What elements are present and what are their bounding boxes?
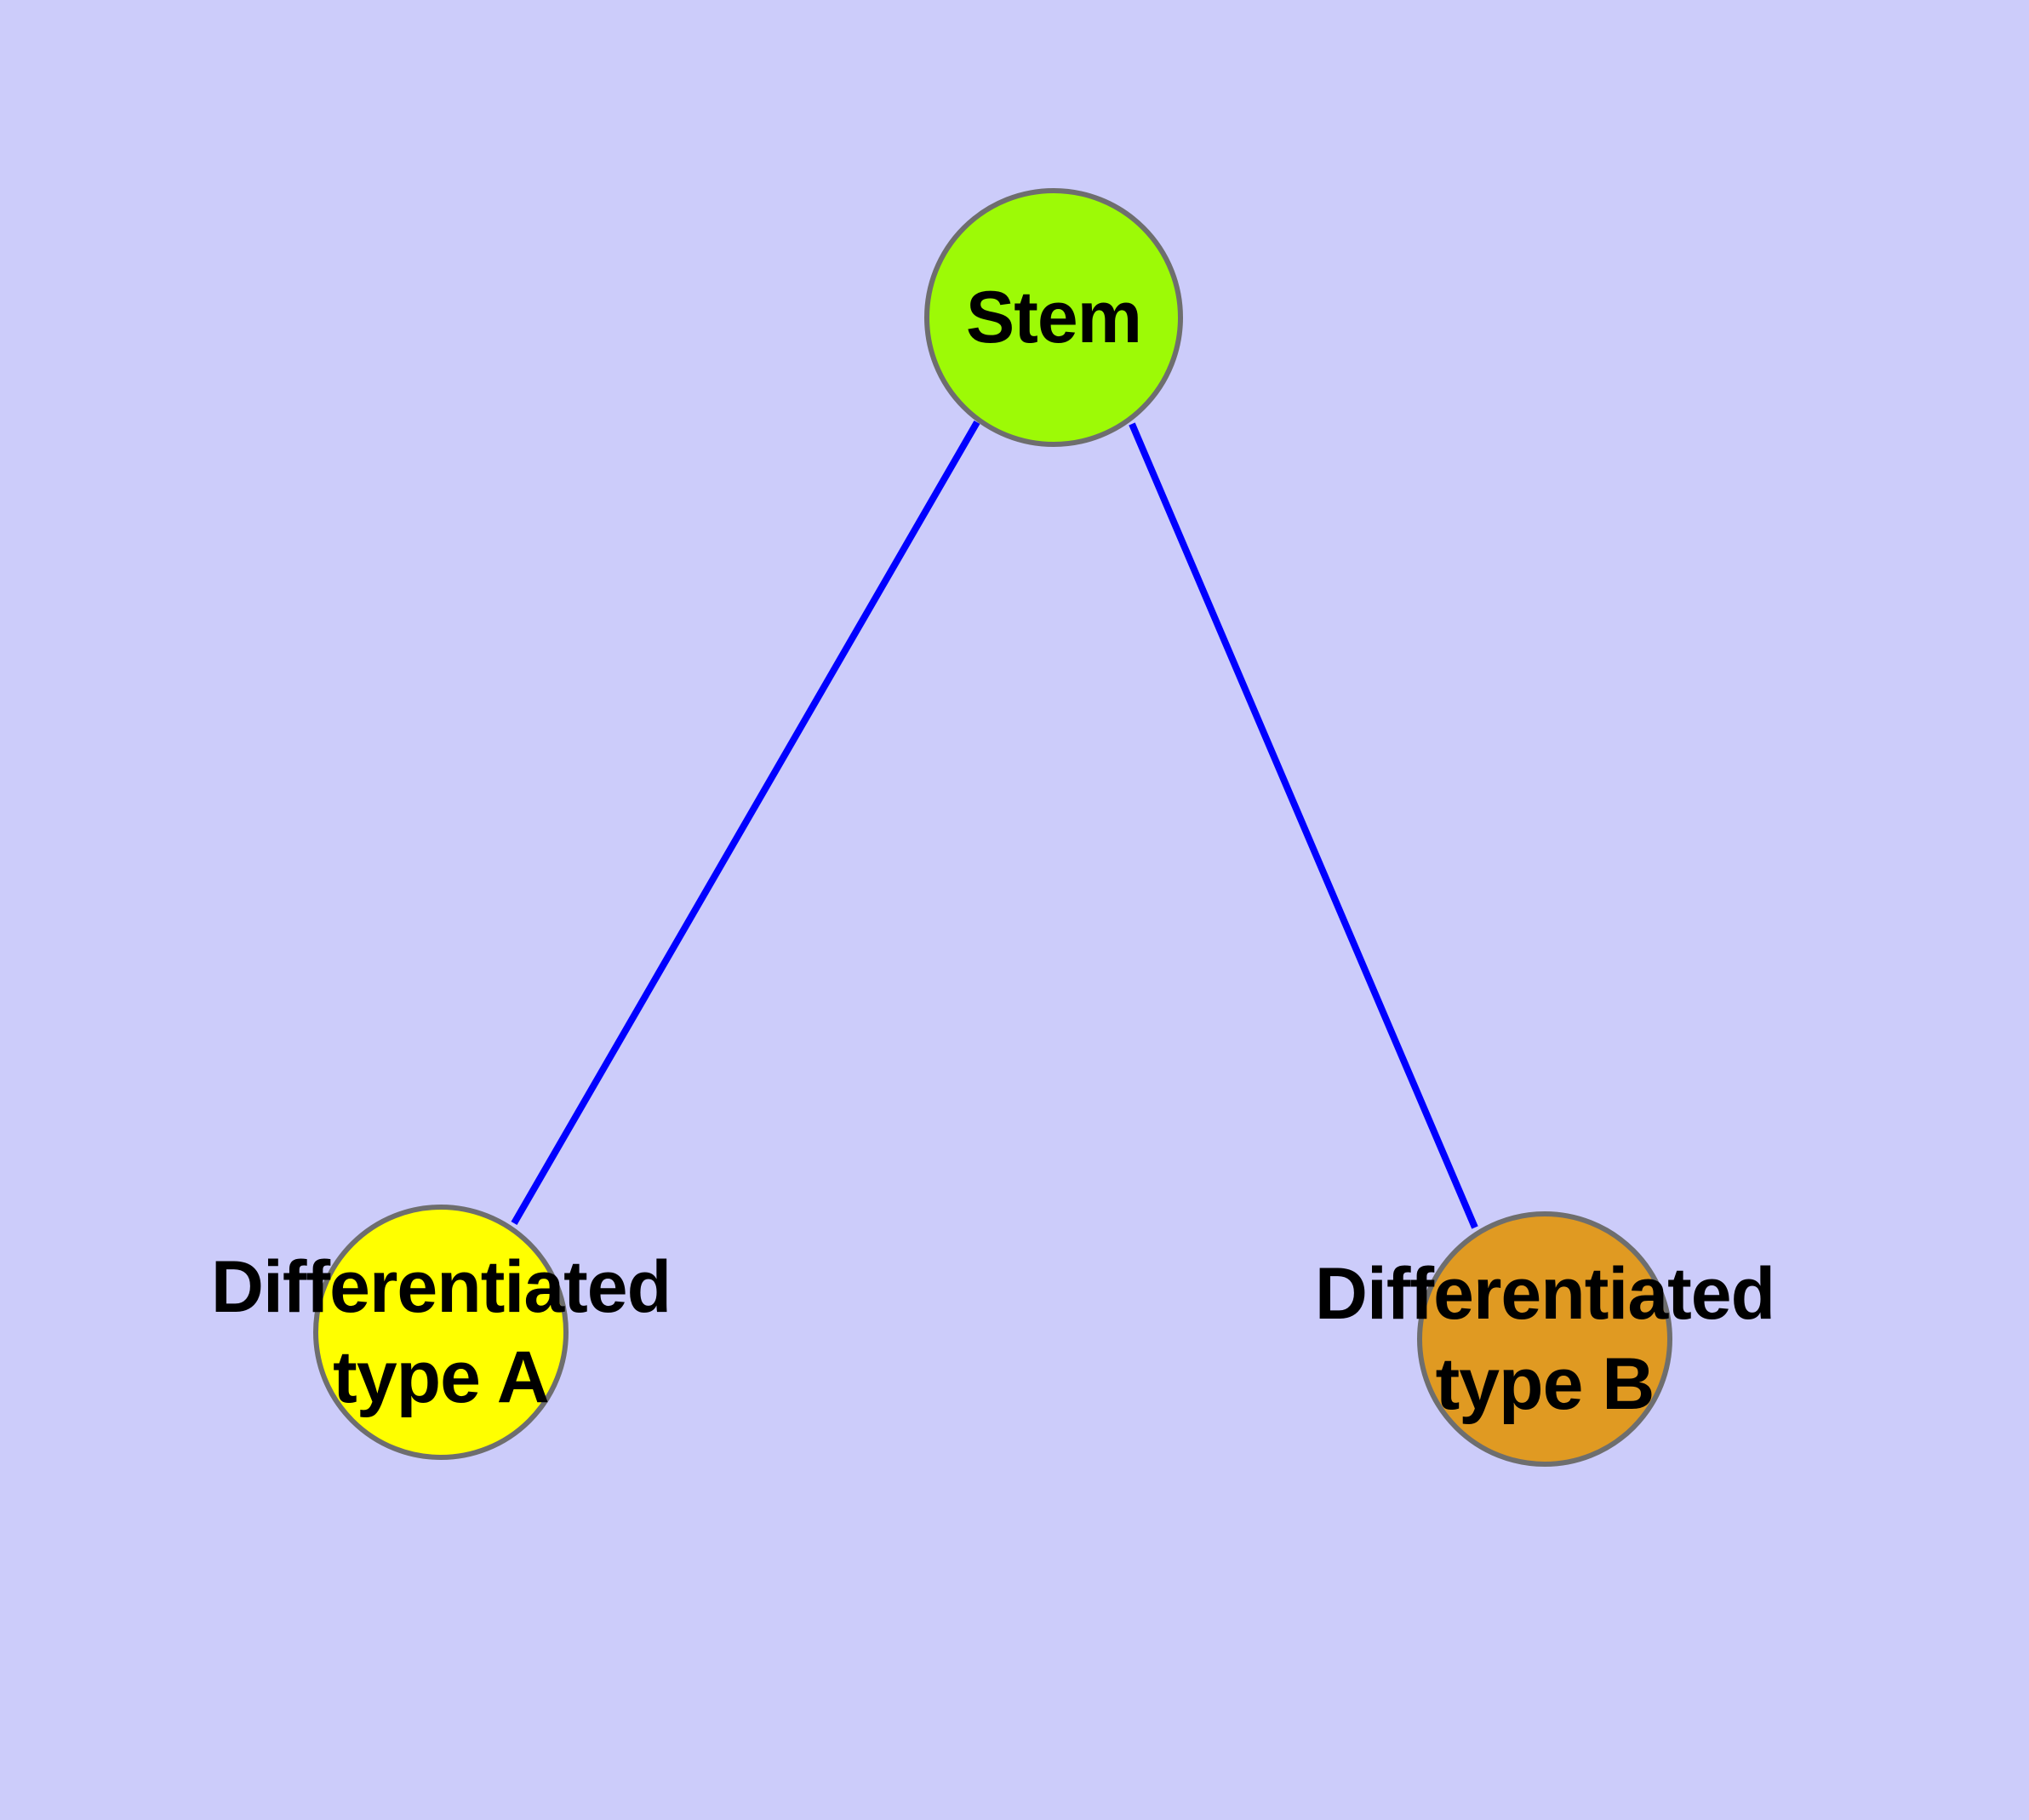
node-stem[interactable]: Stem — [924, 188, 1183, 447]
node-differentiated-type-b[interactable]: Differentiated type B — [1315, 1211, 1775, 1467]
edge-stem-to-differentiated-type-a[interactable] — [511, 420, 980, 1226]
node-differentiated-type-a-circle — [313, 1205, 569, 1460]
node-differentiated-type-b-circle — [1417, 1211, 1672, 1467]
node-differentiated-type-a[interactable]: Differentiated type A — [211, 1205, 672, 1460]
edge-stem-to-differentiated-type-b[interactable] — [1129, 422, 1478, 1229]
node-stem-circle — [924, 188, 1183, 447]
